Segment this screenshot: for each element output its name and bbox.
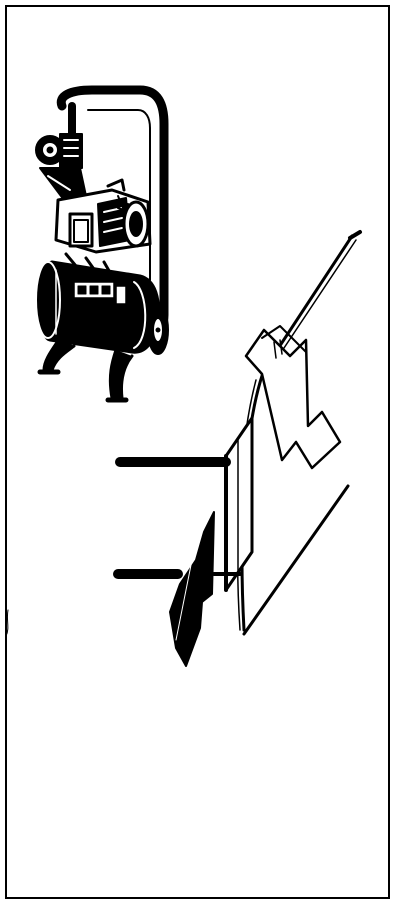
page-frame <box>5 5 390 899</box>
hinged-panel-with-arrows-icon <box>5 230 362 667</box>
air-compressor-icon <box>35 85 169 403</box>
